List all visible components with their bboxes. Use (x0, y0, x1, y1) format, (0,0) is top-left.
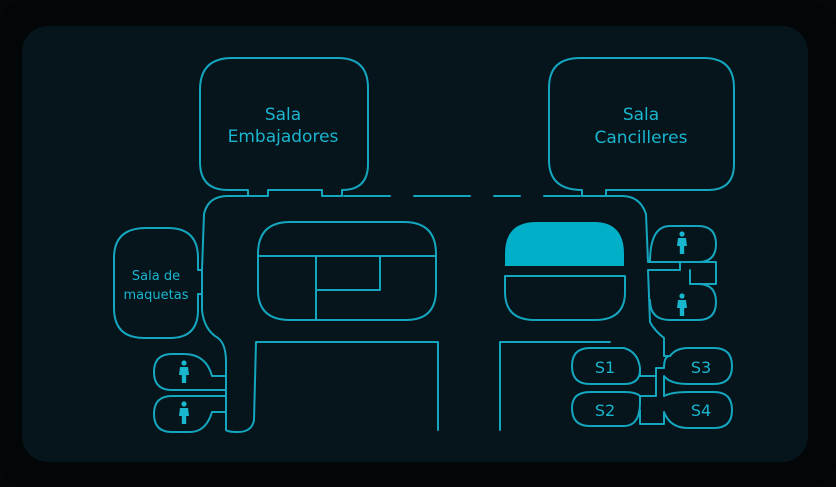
room-label-cancilleres-2: Cancilleres (595, 128, 688, 148)
map-panel (22, 26, 808, 462)
table-block-left (257, 221, 437, 321)
room-label-s1: S1 (595, 358, 615, 377)
room-label-embajadores-1: Sala (265, 105, 301, 125)
room-s2[interactable] (571, 375, 657, 427)
highlighted-area[interactable] (505, 222, 624, 266)
room-label-maquetas-2: maquetas (124, 288, 189, 303)
restroom-right-bottom[interactable] (649, 283, 717, 321)
corridor-right-lower (499, 341, 611, 431)
restroom-left-bottom[interactable] (153, 395, 227, 433)
room-label-embajadores-2: Embajadores (228, 127, 339, 147)
room-s3[interactable] (663, 347, 733, 397)
corridor-right-link (679, 261, 717, 285)
room-s4[interactable] (639, 391, 733, 429)
corridor-left-lower (201, 293, 439, 433)
room-label-s2: S2 (595, 401, 615, 420)
room-cancilleres[interactable] (548, 57, 735, 197)
room-embajadores[interactable] (199, 57, 369, 197)
room-label-maquetas-1: Sala de (132, 269, 180, 284)
room-label-s3: S3 (691, 358, 711, 377)
corridor-left-upper (201, 195, 249, 271)
restroom-right-top[interactable] (649, 225, 717, 263)
table-block-right (504, 275, 626, 321)
restroom-left-top[interactable] (153, 353, 227, 391)
person-icon (179, 360, 189, 383)
corridor-right (605, 195, 681, 357)
person-icon (179, 401, 189, 424)
room-label-cancilleres-1: Sala (623, 105, 659, 125)
room-maquetas[interactable] (113, 227, 203, 339)
room-label-s4: S4 (691, 401, 711, 420)
room-s1[interactable] (571, 347, 671, 385)
person-icon (677, 231, 687, 254)
person-icon (677, 293, 687, 316)
